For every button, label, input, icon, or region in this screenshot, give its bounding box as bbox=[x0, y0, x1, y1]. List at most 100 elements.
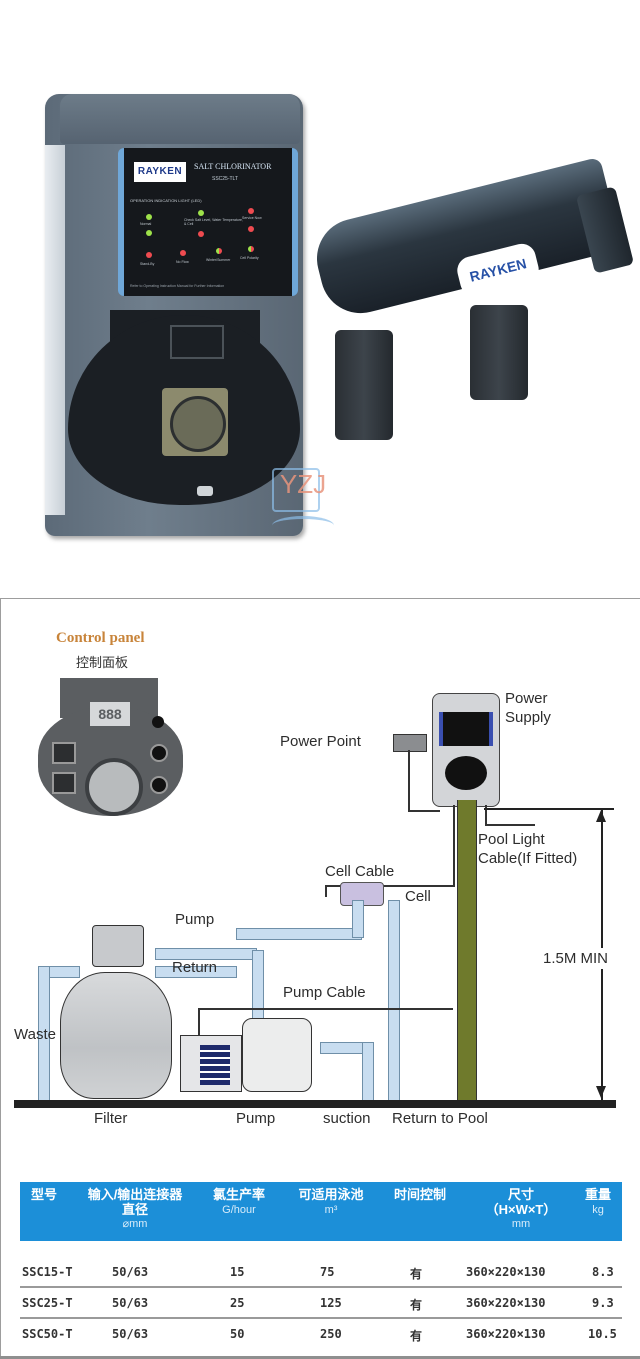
cell-size: 360×220×130 bbox=[466, 1327, 546, 1341]
col-header-weight: 重量 kg bbox=[576, 1187, 620, 1218]
col-label: 氯生产率 bbox=[212, 1187, 265, 1202]
cell-connector: 50/63 bbox=[112, 1327, 149, 1341]
label-min-height: 1.5M MIN bbox=[543, 948, 609, 969]
product-title: SALT CHLORINATOR bbox=[194, 162, 272, 171]
cell-cable bbox=[325, 885, 327, 897]
label-cell: Cell bbox=[405, 888, 431, 905]
sand-filter bbox=[60, 972, 172, 1099]
col-sub: 直径 bbox=[121, 1202, 148, 1217]
led-winter-indicator bbox=[216, 248, 222, 254]
pipe-return-line bbox=[155, 966, 237, 978]
col-label: 时间控制 bbox=[393, 1187, 446, 1202]
pool-light-cable bbox=[485, 824, 535, 826]
spec-table-body: SSC15-T 50/63 15 75 有 360×220×130 8.3 SS… bbox=[20, 1257, 622, 1348]
bottom-border bbox=[0, 1356, 640, 1359]
control-panel-title: Control panel bbox=[56, 630, 145, 646]
arrow-up-icon bbox=[596, 810, 606, 822]
led-check-indicator bbox=[198, 210, 204, 216]
label-pool-light-1: Pool Light bbox=[478, 831, 545, 848]
dimension-top-line bbox=[484, 808, 614, 810]
power-supply-screen bbox=[439, 712, 493, 746]
pipe-return-to-pool bbox=[388, 900, 400, 1102]
product-model: SSC25-TLT bbox=[212, 176, 239, 182]
pipe-cell-riser bbox=[352, 900, 364, 938]
cell-pool: 75 bbox=[320, 1265, 335, 1279]
digital-display bbox=[170, 325, 224, 359]
label-pool-light-2: Cable(If Fitted) bbox=[478, 850, 578, 867]
control-box-side-panel bbox=[45, 145, 65, 515]
led-indicator bbox=[146, 230, 152, 236]
label-pump-bottom: Pump bbox=[236, 1110, 276, 1127]
col-label: 尺寸 bbox=[507, 1187, 534, 1202]
col-label: 型号 bbox=[30, 1187, 57, 1202]
watermark-frame bbox=[272, 468, 320, 512]
table-row: SSC25-T 50/63 25 125 有 360×220×130 9.3 bbox=[20, 1288, 622, 1319]
latch-icon bbox=[197, 486, 213, 496]
led-indicator bbox=[198, 231, 204, 237]
label-return: Return bbox=[172, 959, 218, 976]
cell-timer: 有 bbox=[410, 1267, 423, 1281]
pump-motor-stripes bbox=[200, 1045, 230, 1085]
cell-model: SSC50-T bbox=[22, 1327, 73, 1341]
col-header-model: 型号 bbox=[24, 1187, 64, 1202]
cell-connector: 50/63 bbox=[112, 1265, 149, 1279]
cell-pool: 250 bbox=[320, 1327, 342, 1341]
col-label: 输入/输出连接器 bbox=[87, 1187, 183, 1202]
timer-clock bbox=[162, 388, 228, 456]
installation-diagram bbox=[0, 598, 640, 1160]
power-cable bbox=[408, 810, 440, 812]
cell-outlet-fitting bbox=[470, 305, 528, 400]
led-label: Winter/Summer bbox=[206, 258, 231, 262]
control-panel-subtitle: 控制面板 bbox=[76, 655, 129, 670]
brand-logo: RAYKEN bbox=[134, 162, 186, 182]
pipe-to-cell bbox=[236, 928, 362, 940]
rocker-switch-2 bbox=[52, 772, 76, 794]
watermark-text: YZJ bbox=[279, 469, 327, 499]
control-panel-lcd: 888 bbox=[90, 702, 130, 726]
label-suction: suction bbox=[323, 1110, 371, 1127]
power-supply-window bbox=[445, 756, 487, 790]
led-noflow-indicator bbox=[180, 250, 186, 256]
col-header-timer: 时间控制 bbox=[382, 1187, 458, 1202]
cell-model: SSC15-T bbox=[22, 1265, 73, 1279]
control-box-lid bbox=[60, 94, 300, 144]
led-normal-indicator bbox=[146, 214, 152, 220]
cell-inlet-fitting bbox=[335, 330, 393, 440]
led-label: Normal bbox=[140, 222, 152, 226]
chlorinator-cell-tube bbox=[308, 156, 623, 322]
watermark-wave-icon bbox=[272, 516, 334, 535]
col-unit: kg bbox=[592, 1204, 604, 1216]
cell-pool: 125 bbox=[320, 1296, 342, 1310]
label-power-supply-2: Supply bbox=[505, 709, 551, 726]
label-filter: Filter bbox=[94, 1110, 128, 1127]
col-sub: （H×W×T） bbox=[485, 1202, 557, 1217]
frame-left-border bbox=[0, 598, 1, 1359]
label-power-point: Power Point bbox=[280, 733, 361, 750]
multiport-valve bbox=[92, 925, 144, 967]
led-indicator bbox=[248, 226, 254, 232]
cell-weight: 9.3 bbox=[592, 1296, 614, 1310]
pipe-suction bbox=[362, 1042, 374, 1102]
cell-size: 360×220×130 bbox=[466, 1296, 546, 1310]
power-supply-unit bbox=[432, 693, 500, 807]
table-row: SSC50-T 50/63 50 250 有 360×220×130 10.5 bbox=[20, 1319, 622, 1348]
rocker-switch-1 bbox=[52, 742, 76, 764]
cell-weight: 8.3 bbox=[592, 1265, 614, 1279]
timer-gauge-icon bbox=[85, 758, 143, 816]
col-unit: m³ bbox=[324, 1204, 338, 1216]
col-unit: ⌀mm bbox=[122, 1218, 148, 1230]
col-unit: mm bbox=[511, 1218, 531, 1230]
cell-cable bbox=[325, 885, 455, 887]
cell-model: SSC25-T bbox=[22, 1296, 73, 1310]
power-cable bbox=[408, 750, 410, 810]
col-header-size: 尺寸（H×W×T）mm bbox=[476, 1187, 566, 1232]
pool-light-cable bbox=[485, 805, 487, 825]
control-knob bbox=[152, 716, 164, 728]
cell-size: 360×220×130 bbox=[466, 1265, 546, 1279]
cell-connector: 50/63 bbox=[112, 1296, 149, 1310]
col-label: 重量 bbox=[584, 1187, 611, 1202]
